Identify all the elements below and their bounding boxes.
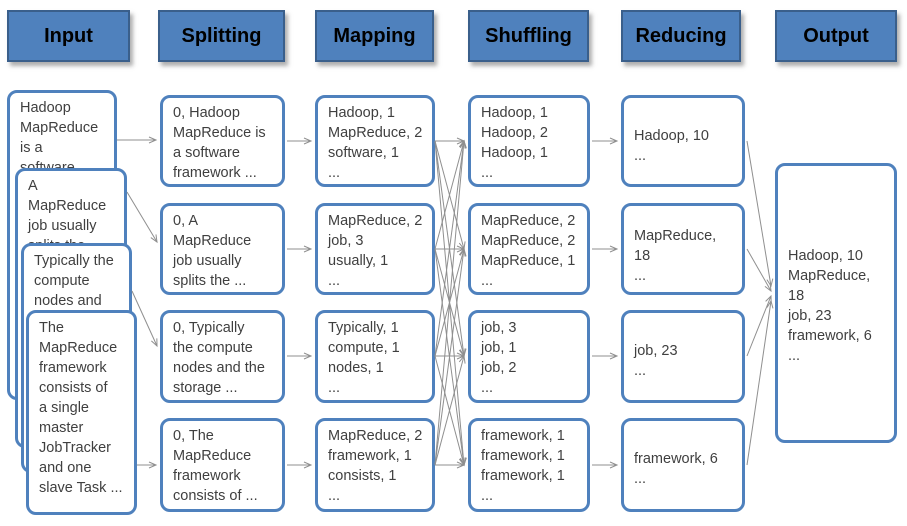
mapping-box-3: Typically, 1 compute, 1 nodes, 1 ... [315, 310, 435, 403]
shuffling-box-2: MapReduce, 2 MapReduce, 2 MapReduce, 1 .… [468, 203, 590, 295]
reducing-box-2-text: MapReduce, 18 ... [634, 228, 717, 284]
output-box-text: Hadoop, 10 MapReduce, 18 job, 23 framewo… [788, 248, 872, 364]
splitting-box-2: 0, A MapReduce job usually splits the ..… [160, 203, 285, 295]
shuffling-box-1-text: Hadoop, 1 Hadoop, 2 Hadoop, 1 ... [481, 105, 548, 181]
shuffling-box-1: Hadoop, 1 Hadoop, 2 Hadoop, 1 ... [468, 95, 590, 187]
mapping-box-3-text: Typically, 1 compute, 1 nodes, 1 ... [328, 320, 400, 396]
mapping-box-2-text: MapReduce, 2 job, 3 usually, 1 ... [328, 213, 423, 289]
header-shuffling: Shuffling [468, 10, 589, 62]
splitting-box-3: 0, Typically the compute nodes and the s… [160, 310, 285, 403]
header-input: Input [7, 10, 130, 62]
splitting-box-4: 0, The MapReduce framework consists of .… [160, 418, 285, 512]
reducing-box-4-text: framework, 6 ... [634, 451, 718, 487]
shuffling-box-4-text: framework, 1 framework, 1 framework, 1 .… [481, 428, 565, 504]
shuffling-box-3: job, 3 job, 1 job, 2 ... [468, 310, 590, 403]
reducing-box-1-text: Hadoop, 10 ... [634, 128, 709, 164]
shuffling-box-3-text: job, 3 job, 1 job, 2 ... [481, 320, 517, 396]
reducing-box-2: MapReduce, 18 ... [621, 203, 745, 295]
shuffling-box-4: framework, 1 framework, 1 framework, 1 .… [468, 418, 590, 512]
splitting-box-1-text: 0, Hadoop MapReduce is a software framew… [173, 105, 266, 181]
header-output: Output [775, 10, 897, 62]
splitting-box-2-text: 0, A MapReduce job usually splits the ..… [173, 213, 252, 289]
mapping-box-1-text: Hadoop, 1 MapReduce, 2 software, 1 ... [328, 105, 423, 181]
splitting-box-3-text: 0, Typically the compute nodes and the s… [173, 320, 265, 396]
mapping-box-4-text: MapReduce, 2 framework, 1 consists, 1 ..… [328, 428, 423, 504]
mapping-box-2: MapReduce, 2 job, 3 usually, 1 ... [315, 203, 435, 295]
reducing-box-1: Hadoop, 10 ... [621, 95, 745, 187]
mapping-box-1: Hadoop, 1 MapReduce, 2 software, 1 ... [315, 95, 435, 187]
splitting-box-4-text: 0, The MapReduce framework consists of .… [173, 428, 258, 504]
header-mapping: Mapping [315, 10, 434, 62]
header-splitting: Splitting [158, 10, 285, 62]
mapping-box-4: MapReduce, 2 framework, 1 consists, 1 ..… [315, 418, 435, 512]
input-box-1-text: Hadoop MapReduce is a software ... [20, 100, 99, 176]
input-box-4-text: The MapReduce framework consists of a si… [39, 320, 123, 496]
output-box: Hadoop, 10 MapReduce, 18 job, 23 framewo… [775, 163, 897, 443]
shuffling-box-2-text: MapReduce, 2 MapReduce, 2 MapReduce, 1 .… [481, 213, 576, 289]
header-reducing: Reducing [621, 10, 741, 62]
reducing-box-4: framework, 6 ... [621, 418, 745, 512]
input-box-4: The MapReduce framework consists of a si… [26, 310, 137, 515]
reducing-box-3-text: job, 23 ... [634, 343, 678, 379]
reducing-box-3: job, 23 ... [621, 310, 745, 403]
splitting-box-1: 0, Hadoop MapReduce is a software framew… [160, 95, 285, 187]
